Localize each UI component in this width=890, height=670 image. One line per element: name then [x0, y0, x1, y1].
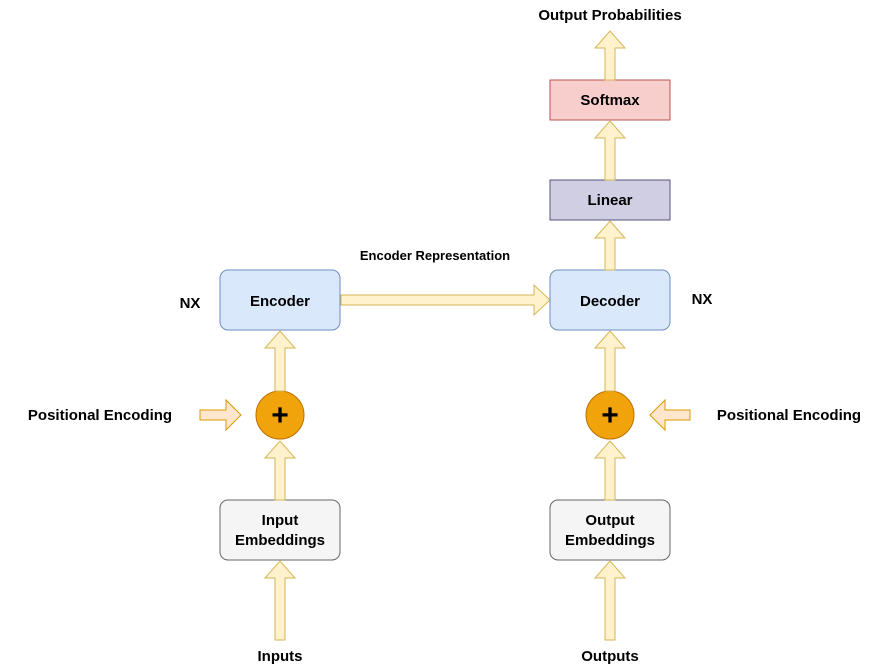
arrow-linear-to-softmax — [593, 120, 627, 181]
arrow-encoder-to-decoder — [340, 283, 551, 317]
inputs-label: Inputs — [258, 648, 303, 665]
encoder-representation-label: Encoder Representation — [360, 248, 510, 263]
output-embeddings-box — [549, 499, 671, 561]
arrow-embeddings-to-plus-encoder — [263, 440, 297, 501]
encoder-positional-encoding-label: Positional Encoding — [28, 407, 172, 424]
outputs-label: Outputs — [581, 648, 639, 665]
decoder-plus-icon: + — [601, 399, 619, 432]
encoder-block — [219, 269, 341, 331]
arrow-outputs-to-embeddings — [593, 560, 627, 641]
arrow-embeddings-to-plus-decoder — [593, 440, 627, 501]
input-embeddings-box — [219, 499, 341, 561]
softmax-label: Softmax — [580, 92, 640, 109]
decoder-block-label: Decoder — [580, 293, 640, 310]
arrow-inputs-to-embeddings — [263, 560, 297, 641]
decoder-positional-encoding-label: Positional Encoding — [717, 407, 861, 424]
arrow-softmax-to-output — [593, 30, 627, 81]
encoder-positional-arrow — [199, 398, 242, 432]
encoder-plus-icon: + — [271, 399, 289, 432]
decoder-positional-arrow — [649, 398, 691, 432]
decoder-nx-label: NX — [692, 291, 713, 308]
arrow-plus-to-encoder — [263, 330, 297, 392]
linear-label: Linear — [587, 192, 632, 209]
encoder-nx-label: NX — [180, 295, 201, 312]
arrow-decoder-to-linear — [593, 220, 627, 271]
linear-box — [549, 179, 671, 221]
softmax-box — [549, 79, 671, 121]
encoder-block-label: Encoder — [250, 293, 310, 310]
arrow-plus-to-decoder — [593, 330, 627, 392]
output-probabilities-label: Output Probabilities — [538, 7, 681, 24]
